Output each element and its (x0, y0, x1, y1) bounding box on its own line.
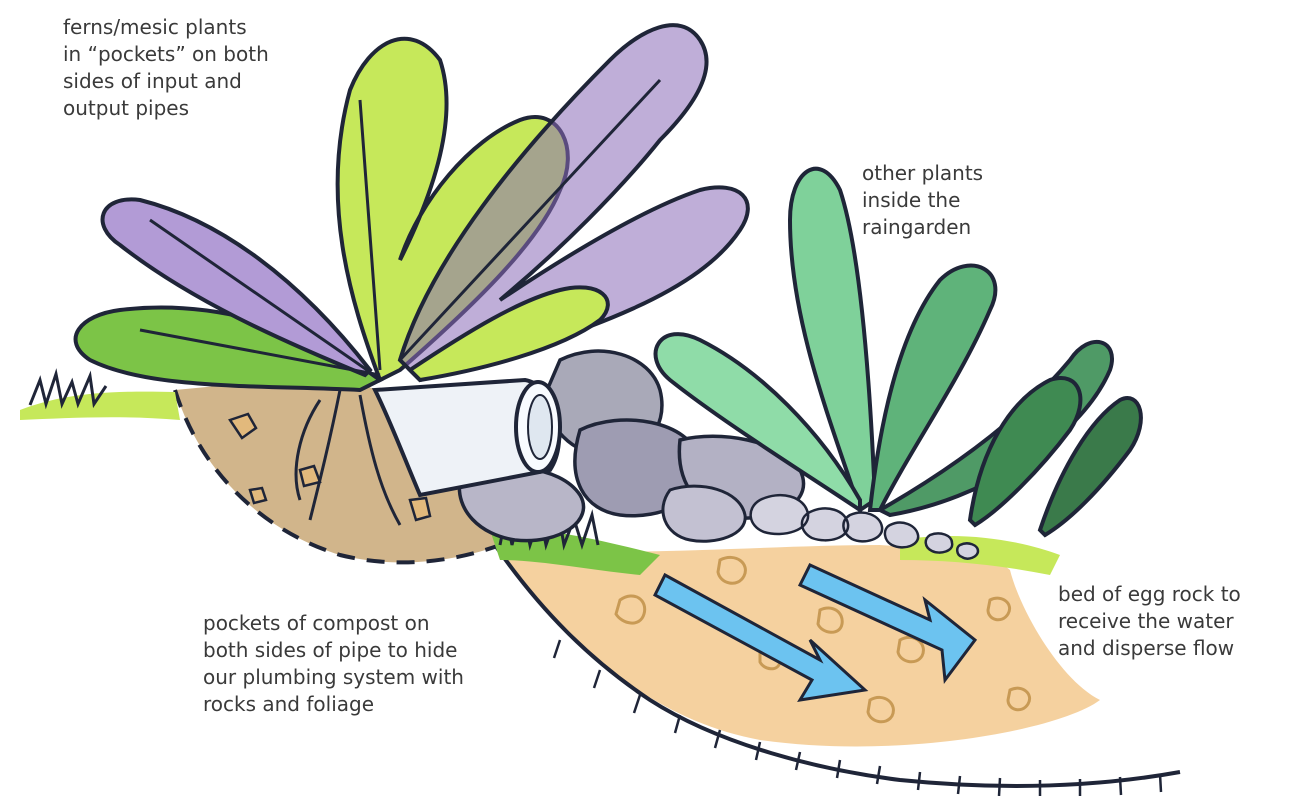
label-egg-rock-bed: bed of egg rock to receive the water and… (1058, 581, 1298, 662)
label-other-plants: other plants inside the raingarden (862, 160, 1082, 241)
label-compost-pockets: pockets of compost on both sides of pipe… (203, 610, 563, 718)
label-ferns: ferns/mesic plants in “pockets” on both … (63, 14, 363, 122)
